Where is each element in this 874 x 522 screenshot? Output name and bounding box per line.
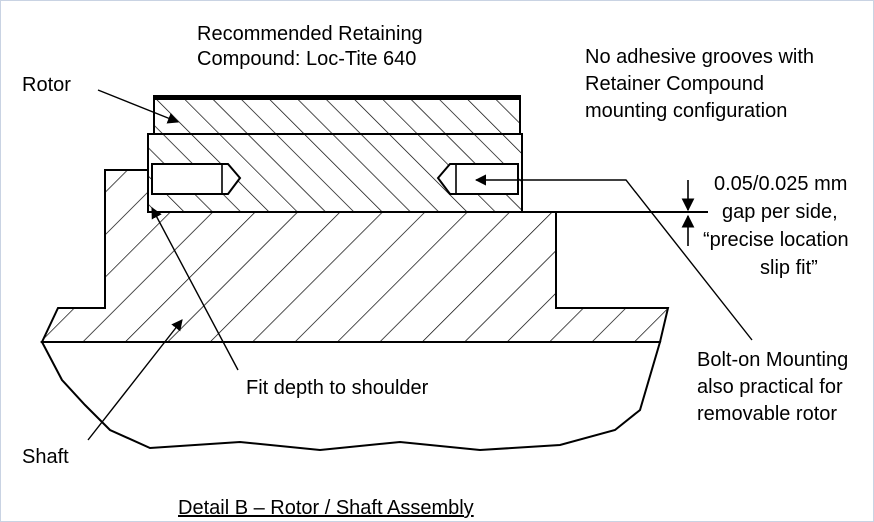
gap-label-line4: slip fit” (760, 257, 818, 279)
fit-depth-label: Fit depth to shoulder (246, 377, 429, 399)
compound-label-line1: Recommended Retaining (197, 23, 423, 45)
compound-label-line2: Compound: Loc-Tite 640 (197, 48, 417, 70)
bolt-hole-left (151, 163, 242, 195)
rotor-leader (97, 89, 180, 124)
bolt-on-leader (474, 174, 753, 341)
fit-depth-leader (151, 207, 239, 371)
bolt-on-line1: Bolt-on Mounting (697, 349, 849, 371)
bolt-hole-right (436, 163, 519, 195)
figure-caption: Detail B – Rotor / Shaft Assembly (178, 497, 474, 519)
no-grooves-line1: No adhesive grooves with (585, 46, 815, 68)
gap-label-line2: gap per side, (722, 201, 838, 223)
gap-label-line3: “precise location (703, 229, 849, 251)
bolt-on-line3: removable rotor (697, 403, 838, 425)
bolt-on-line2: also practical for (697, 376, 843, 398)
shaft-label: Shaft (22, 446, 69, 468)
rotor-label: Rotor (22, 74, 71, 96)
gap-label-line1: 0.05/0.025 mm (714, 173, 848, 195)
no-grooves-line3: mounting configuration (585, 100, 788, 122)
no-grooves-line2: Retainer Compound (585, 73, 764, 95)
shaft-break-section (40, 341, 662, 452)
rotor-top-section (153, 95, 521, 135)
shaft-leader (87, 319, 183, 441)
